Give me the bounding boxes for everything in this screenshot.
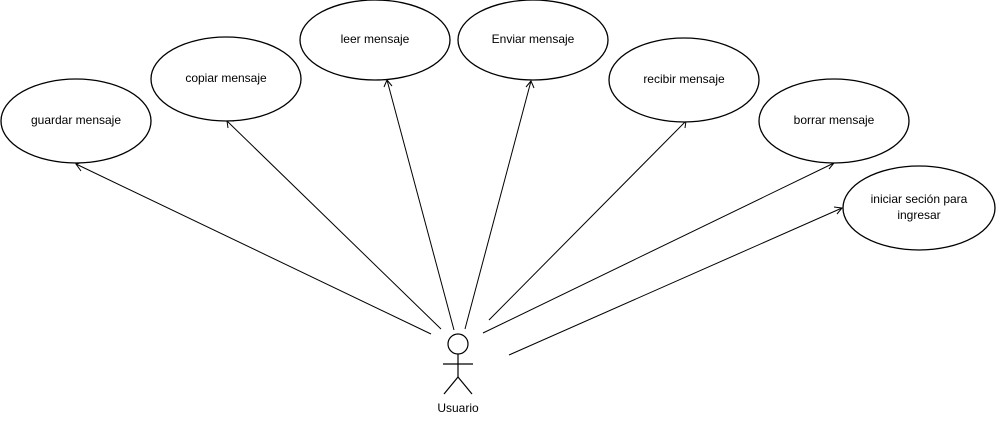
association-copiar xyxy=(226,120,442,330)
arrowhead-enviar xyxy=(525,80,535,89)
associations xyxy=(75,79,843,356)
use-case-iniciar-label-line1: iniciar seción para xyxy=(871,192,968,206)
use-case-iniciar-ellipse xyxy=(842,165,996,251)
use-case-enviar-label: Enviar mensaje xyxy=(492,32,575,46)
association-leer xyxy=(386,79,455,331)
use-case-guardar-label: guardar mensaje xyxy=(31,113,121,127)
association-borrar xyxy=(482,162,835,334)
use-case-guardar[interactable]: guardar mensaje xyxy=(0,78,152,164)
use-case-copiar[interactable]: copiar mensaje xyxy=(150,36,302,122)
actor-head xyxy=(447,333,469,355)
use-case-leer[interactable]: leer mensaje xyxy=(299,0,451,81)
use-case-borrar[interactable]: borrar mensaje xyxy=(758,78,910,164)
association-guardar xyxy=(75,163,432,335)
use-case-copiar-ellipse xyxy=(150,36,302,122)
use-case-copiar-label: copiar mensaje xyxy=(185,71,267,85)
use-case-guardar-ellipse xyxy=(0,78,152,164)
actor-label: Usuario xyxy=(437,401,479,415)
use-case-recibir-label: recibir mensaje xyxy=(643,72,725,86)
arrowhead-iniciar xyxy=(833,206,843,215)
association-iniciar xyxy=(508,207,843,356)
actor-left-leg xyxy=(443,376,459,395)
use-case-recibir-ellipse xyxy=(608,37,760,123)
use-case-iniciar[interactable]: iniciar seción para ingresar xyxy=(842,165,996,251)
use-case-enviar[interactable]: Enviar mensaje xyxy=(457,0,609,81)
association-recibir xyxy=(488,120,687,321)
use-case-leer-ellipse xyxy=(299,0,451,81)
association-enviar xyxy=(464,80,532,330)
use-case-borrar-label: borrar mensaje xyxy=(794,113,875,127)
use-case-enviar-ellipse xyxy=(457,0,609,81)
use-case-borrar-ellipse xyxy=(758,78,910,164)
actor-right-leg xyxy=(457,376,473,395)
use-case-iniciar-label-line2: ingresar xyxy=(897,208,940,222)
actor-usuario[interactable]: Usuario xyxy=(437,333,479,415)
use-case-leer-label: leer mensaje xyxy=(341,32,410,46)
use-case-recibir[interactable]: recibir mensaje xyxy=(608,37,760,123)
